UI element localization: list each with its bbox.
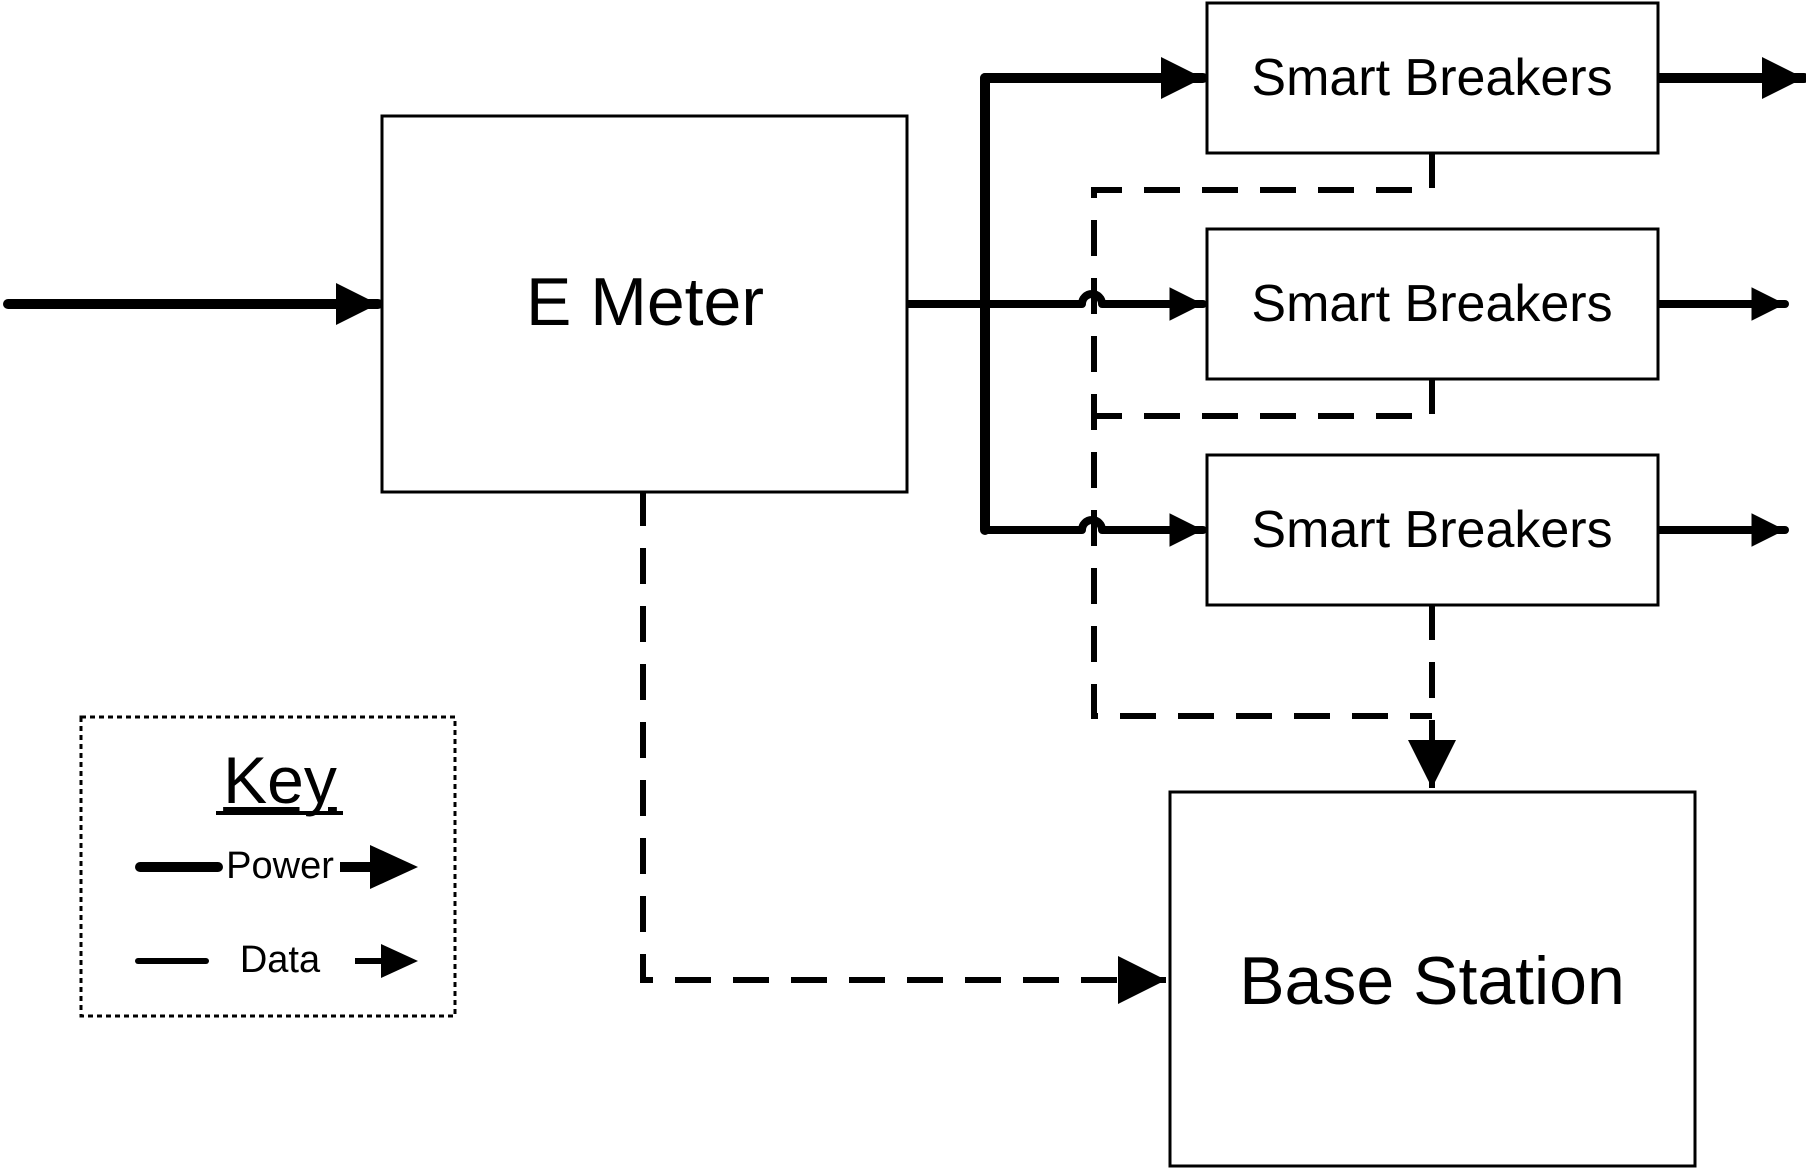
emeter-block: E Meter (380, 114, 909, 494)
data-breaker-1-link (1091, 152, 1435, 719)
emeter-label: E Meter (526, 264, 764, 340)
base-station-block: Base Station (1168, 790, 1697, 1168)
smart-breaker-block-3: Smart Breakers (1205, 453, 1660, 607)
legend-data-arrowhead (381, 944, 418, 978)
smart-breaker-label-1: Smart Breakers (1251, 49, 1612, 107)
data-emeter-to-base (640, 490, 1166, 1004)
legend-power-arrowhead (370, 845, 418, 889)
smart-breaker-block-2: Smart Breakers (1205, 227, 1660, 381)
smart-breaker-label-3: Smart Breakers (1251, 501, 1612, 559)
legend-border (79, 715, 457, 1018)
legend-data-label: Data (240, 939, 321, 981)
base-station-label: Base Station (1239, 943, 1625, 1019)
legend-power-label: Power (226, 845, 334, 887)
smart-breaker-label-2: Smart Breakers (1251, 275, 1612, 333)
legend: Key Power Data (79, 715, 457, 1018)
legend-title: Key (223, 743, 337, 817)
smart-breaker-block-1: Smart Breakers (1205, 1, 1660, 155)
data-breaker-2-link (1094, 378, 1435, 419)
data-lines (640, 152, 1456, 1004)
